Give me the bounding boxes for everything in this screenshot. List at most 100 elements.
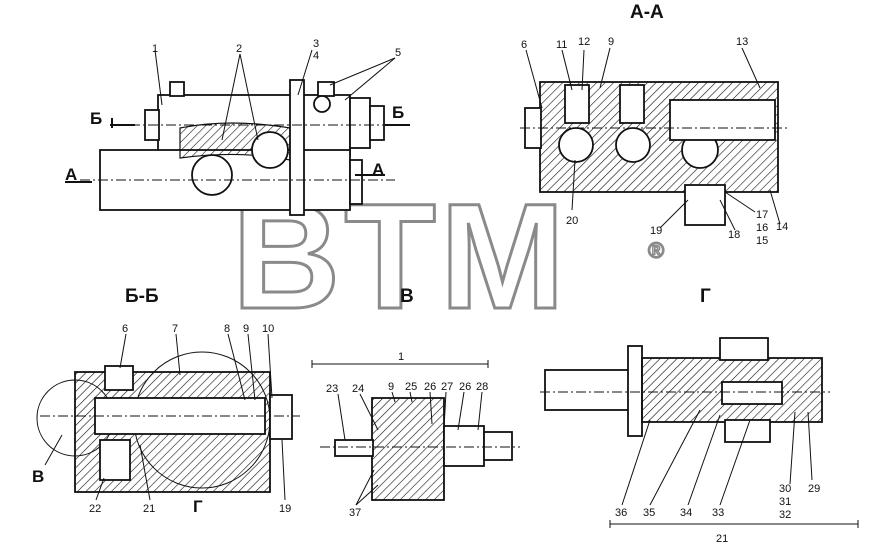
view-g-spring <box>721 381 783 405</box>
leader-3 <box>297 49 313 96</box>
callout-g-34: 34 <box>680 507 692 519</box>
callout-v-28: 28 <box>476 381 488 393</box>
callout-g-31: 31 <box>779 496 791 508</box>
lower-port <box>191 154 233 196</box>
callout-aa-19: 19 <box>650 225 662 237</box>
callout-bb-9: 9 <box>243 323 249 335</box>
callout-1: 1 <box>152 43 158 55</box>
callout-3: 3 <box>313 38 319 50</box>
leader-v-37a <box>355 469 375 506</box>
callout-g-32: 32 <box>779 509 791 521</box>
leader-bb-8 <box>227 333 246 401</box>
leader-v-25 <box>409 391 413 403</box>
view-v: В 1 23 24 9 25 26 27 26 28 37 <box>311 286 520 519</box>
view-g: Г 36 35 34 33 30 31 32 29 21 <box>540 286 859 545</box>
callout-v-27: 27 <box>441 381 453 393</box>
callout-bb-22: 22 <box>89 503 101 515</box>
leader-g-33 <box>719 419 751 506</box>
view-g-stem <box>544 369 638 411</box>
section-aa: А-А 6 11 12 9 13 20 19 18 17 16 15 14 <box>520 2 790 247</box>
view-g-title: Г <box>700 286 711 307</box>
leader-v-9 <box>391 391 396 403</box>
callout-5: 5 <box>395 47 401 59</box>
section-aa-spring-cavity-1 <box>564 84 590 124</box>
bolt-head-right <box>317 81 335 97</box>
view-g-knurled-ring <box>719 337 769 361</box>
watermark-registered-mark: ® <box>648 238 664 263</box>
callout-bb-8: 8 <box>224 323 230 335</box>
leader-v-28 <box>477 391 483 431</box>
callout-aa-6: 6 <box>521 39 527 51</box>
ball-valve <box>251 131 289 169</box>
leader-v-37b <box>355 484 379 506</box>
callout-aa-16: 16 <box>756 222 768 234</box>
leader-2a <box>221 53 241 141</box>
callout-v-26a: 26 <box>424 381 436 393</box>
leader-bb-v <box>44 434 63 466</box>
section-aa-bore <box>669 99 776 141</box>
callout-bb-6: 6 <box>122 323 128 335</box>
callout-g-21: 21 <box>716 533 728 545</box>
leader-v-26b <box>457 391 465 431</box>
view-v-shaft <box>483 431 513 461</box>
leader-g-34 <box>687 414 721 506</box>
leader-1 <box>154 49 163 106</box>
callout-aa-17: 17 <box>756 209 768 221</box>
callout-2: 2 <box>236 43 242 55</box>
callout-v-26b: 26 <box>459 381 471 393</box>
callout-g-29: 29 <box>808 483 820 495</box>
leader-g-35 <box>649 409 701 506</box>
arrow-b-right-label: Б <box>392 103 404 122</box>
callout-v-9: 9 <box>388 381 394 393</box>
leader-v-26a <box>429 391 433 425</box>
section-bb-end-cap <box>269 394 293 440</box>
leader-aa-12 <box>581 49 585 91</box>
leader-aa-20 <box>571 159 576 211</box>
callout-aa-18: 18 <box>728 229 740 241</box>
callout-v-25: 25 <box>405 381 417 393</box>
callout-bb-21: 21 <box>143 503 155 515</box>
view-v-title: В <box>400 286 414 307</box>
label-bb-v: В <box>32 467 44 486</box>
view-g-flange <box>627 345 643 437</box>
leader-bb-22 <box>95 477 105 501</box>
leader-v-27 <box>443 391 447 429</box>
leader-bb-9 <box>247 333 256 401</box>
view-v-body <box>371 397 445 501</box>
leader-bb-6 <box>119 333 127 369</box>
lower-end-cap <box>349 159 363 205</box>
arrow-b-left-label: Б <box>90 109 102 128</box>
upper-end-boss <box>349 97 371 149</box>
leader-aa-11 <box>561 49 573 91</box>
callout-g-33: 33 <box>712 507 724 519</box>
section-bb: Б-Б В Г 6 7 8 9 10 22 21 19 <box>32 286 300 516</box>
view-g-lower-cap <box>724 419 771 443</box>
leader-g-29 <box>807 411 813 481</box>
leader-bb-21 <box>139 444 151 501</box>
upper-end-cap <box>369 105 385 141</box>
arrow-a-left-label: А <box>65 165 77 184</box>
leader-aa-6 <box>525 49 543 109</box>
section-aa-lower-plug <box>684 184 726 226</box>
bolt-head-left <box>169 81 185 97</box>
leader-aa-17 <box>724 191 756 213</box>
callout-v-37: 37 <box>349 507 361 519</box>
leader-5a <box>329 57 396 86</box>
leader-aa-19 <box>659 199 689 229</box>
label-bb-g: Г <box>193 497 203 516</box>
callout-aa-12: 12 <box>578 36 590 48</box>
through-bolt <box>289 79 305 216</box>
leader-bb-7 <box>175 333 181 376</box>
leader-2b <box>239 53 259 141</box>
view-v-fitting <box>443 425 485 467</box>
callout-bb-10: 10 <box>262 323 274 335</box>
callout-aa-9: 9 <box>608 36 614 48</box>
leader-v-24 <box>359 393 379 431</box>
leader-v-23 <box>337 393 346 441</box>
callout-v-24: 24 <box>352 383 364 395</box>
callout-bb-7: 7 <box>172 323 178 335</box>
section-aa-ball-2 <box>615 127 651 163</box>
view-v-nut <box>334 439 374 457</box>
callout-v-1: 1 <box>398 351 404 363</box>
